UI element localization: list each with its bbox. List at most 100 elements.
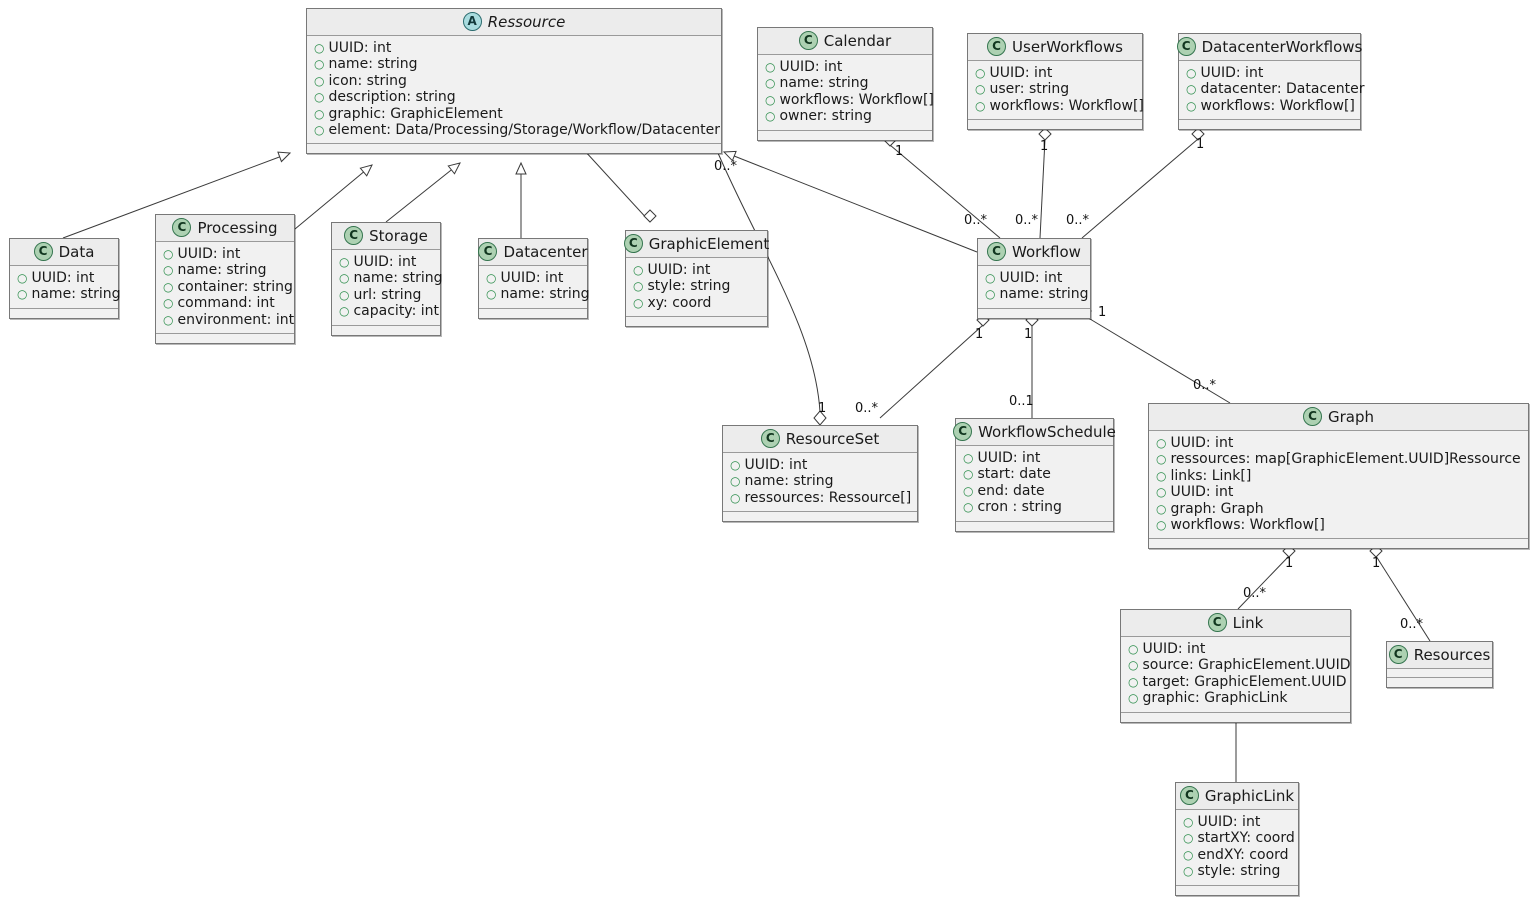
visibility-public-icon: ○ [314,90,325,105]
attribute-label: element: Data/Processing/Storage/Workflo… [328,122,720,139]
attribute-row: ○endXY: coord [1183,847,1289,863]
attribute-row: ○element: Data/Processing/Storage/Workfl… [314,122,720,138]
class-title-workflowschedule: WorkflowSchedule [978,422,1116,441]
visibility-public-icon: ○ [1128,658,1139,673]
multiplicity-label: 1 [1285,556,1294,571]
class-attributes-graphiclink: ○UUID: int○startXY: coord○endXY: coord○s… [1176,810,1298,886]
class-title-ressource: Ressource [487,12,566,31]
visibility-public-icon: ○ [1128,642,1139,656]
visibility-public-icon: ○ [730,490,741,505]
attribute-label: container: string [177,278,293,295]
multiplicity-label: 0..1 [1009,394,1034,409]
attribute-row: ○cron : string [963,499,1104,515]
class-attributes-graph: ○UUID: int○ressources: map[GraphicElemen… [1149,431,1528,540]
attribute-row: ○environment: int [163,312,294,328]
attribute-label: workflows: Workflow[] [1200,97,1355,114]
class-title-datacenterworkflows: DatacenterWorkflows [1201,37,1363,56]
class-attributes-calendar: ○UUID: int○name: string○workflows: Workf… [758,55,934,131]
class-title-graphiclink: GraphicLink [1204,786,1295,805]
class-title-graphicelement: GraphicElement [648,234,770,253]
attribute-label: environment: int [177,311,295,328]
visibility-public-icon: ○ [633,279,644,294]
class-attributes-workflow: ○UUID: int○name: string [978,266,1090,309]
edge-ressource-graphicelement [583,149,651,223]
multiplicity-label: 1 [1372,556,1381,571]
visibility-public-icon: ○ [486,271,497,285]
attribute-row: ○datacenter: Datacenter [1186,81,1364,97]
class-attributes-data: ○UUID: int○name: string [10,266,121,309]
visibility-public-icon: ○ [17,287,28,302]
class-methods-graphiclink [1176,885,1298,895]
attribute-row: ○workflows: Workflow[] [975,98,1144,114]
visibility-public-icon: ○ [963,467,974,482]
multiplicity-label: 0..* [855,401,879,416]
attribute-label: UUID: int [1200,65,1264,81]
attribute-row: ○name: string [17,286,121,302]
attribute-label: user: string [989,81,1070,98]
visibility-public-icon: ○ [765,109,776,124]
class-methods-workflow [978,308,1090,318]
attribute-row: ○UUID: int [314,40,712,56]
multiplicity-label: 1 [1098,305,1107,320]
attribute-label: style: string [1197,863,1281,880]
class-title-resourceset: ResourceSet [785,429,880,448]
visibility-public-icon: ○ [1156,485,1167,500]
class-attributes-processing: ○UUID: int○name: string○container: strin… [156,242,294,335]
class-title-link: Link [1232,613,1264,632]
attribute-row: ○workflows: Workflow[] [1186,97,1355,114]
attribute-label: startXY: coord [1197,830,1295,847]
class-title-userworkflows: UserWorkflows [1012,37,1123,56]
attribute-label: end: date [977,482,1045,499]
attribute-label: links: Link[] [1170,467,1252,484]
visibility-public-icon: ○ [1186,98,1197,113]
class-icon: C [172,218,192,237]
visibility-public-icon: ○ [339,304,350,319]
visibility-public-icon: ○ [339,271,350,286]
attribute-label: workflows: Workflow[] [779,91,934,108]
attribute-label: graphic: GraphicLink [1142,690,1288,707]
attribute-row: ○UUID: int [1156,484,1519,500]
class-methods-link [1121,712,1350,722]
class-title-storage: Storage [369,226,428,245]
visibility-public-icon: ○ [633,295,644,310]
attribute-row: ○description: string [314,89,712,105]
visibility-public-icon: ○ [1128,674,1139,689]
attribute-row: ○name: string [765,75,923,91]
attribute-row: ○container: string [163,279,293,295]
attribute-label: name: string [779,75,869,92]
attribute-label: command: int [177,295,275,312]
class-methods-graph [1149,539,1528,549]
class-title-workflow: Workflow [1012,242,1081,261]
attribute-label: xy: coord [647,294,712,311]
visibility-public-icon: ○ [163,312,174,327]
attribute-row: ○command: int [163,295,285,311]
multiplicity-label: 0..* [1400,617,1424,632]
visibility-public-icon: ○ [730,474,741,489]
attribute-label: UUID: int [31,270,95,286]
attribute-label: UUID: int [500,270,564,286]
visibility-public-icon: ○ [1156,468,1167,483]
visibility-public-icon: ○ [765,92,776,107]
attribute-row: ○source: GraphicElement.UUID [1128,657,1351,673]
class-icon: C [1179,786,1199,805]
visibility-public-icon: ○ [1183,864,1194,879]
